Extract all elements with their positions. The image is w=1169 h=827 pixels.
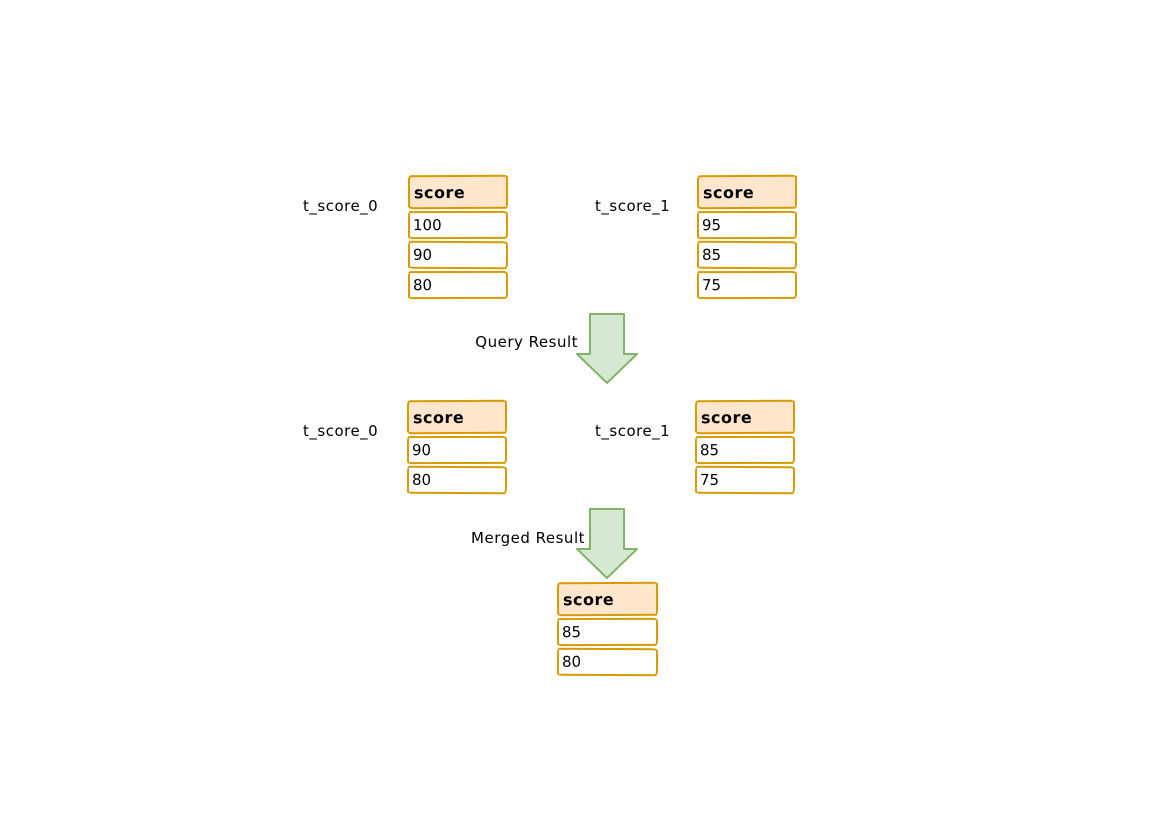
merged-result-label: Merged Result [471,529,585,547]
table-header-cell: score [696,174,798,210]
table-t-score-1-mid: score 85 75 [694,399,796,495]
table-label-t-score-0-top: t_score_0 [303,197,379,215]
table-cell: 80 [556,647,659,677]
table-header-cell: score [406,399,508,435]
table-t-score-1-top: score 95 85 75 [696,174,798,300]
table-t-score-0-top: score 100 90 80 [407,174,509,300]
table-cell: 90 [406,435,508,465]
table-t-score-0-mid: score 90 80 [406,399,508,495]
table-header-cell: score [556,581,659,617]
table-label-t-score-1-top: t_score_1 [595,197,671,215]
down-arrow-icon [576,508,638,579]
table-cell: 95 [696,210,798,240]
table-cell: 100 [407,210,509,240]
table-cell: 90 [407,240,509,270]
table-label-t-score-1-mid: t_score_1 [595,422,671,440]
table-header-cell: score [407,174,509,210]
query-result-label: Query Result [475,333,578,351]
table-cell: 85 [696,240,798,270]
table-cell: 85 [694,435,796,465]
table-cell: 85 [556,617,659,647]
down-arrow-icon [576,313,638,384]
table-label-t-score-0-mid: t_score_0 [303,422,379,440]
table-cell: 75 [696,270,798,300]
table-cell: 80 [406,465,508,495]
table-merged-result: score 85 80 [556,581,659,677]
table-cell: 75 [694,465,796,495]
table-header-cell: score [694,399,796,435]
table-cell: 80 [407,270,509,300]
